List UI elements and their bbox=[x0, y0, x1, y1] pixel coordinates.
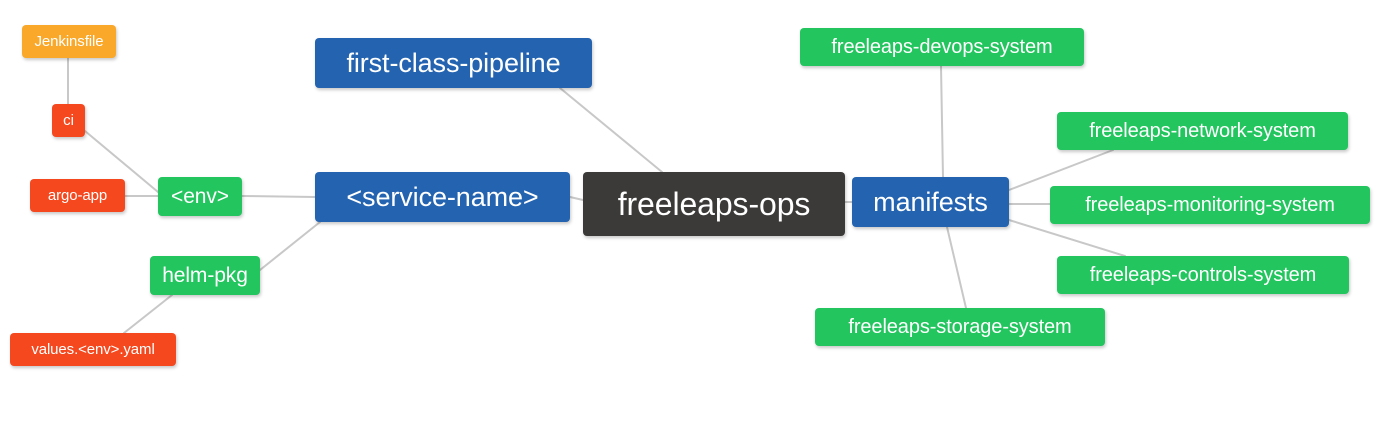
node-label-jenkinsfile: Jenkinsfile bbox=[34, 33, 104, 50]
node-label-freeleaps-network-system: freeleaps-network-system bbox=[1089, 120, 1316, 142]
node-values-yaml[interactable]: values.<env>.yaml bbox=[10, 333, 176, 366]
edge-service-name-to-freeleaps-ops bbox=[569, 196, 584, 201]
node-label-values-yaml: values.<env>.yaml bbox=[31, 341, 155, 358]
node-label-freeleaps-controls-system: freeleaps-controls-system bbox=[1089, 264, 1317, 286]
node-label-manifests: manifests bbox=[873, 186, 988, 217]
node-manifests[interactable]: manifests bbox=[852, 177, 1009, 227]
node-label-freeleaps-storage-system: freeleaps-storage-system bbox=[848, 316, 1072, 338]
node-freeleaps-storage-system[interactable]: freeleaps-storage-system bbox=[815, 308, 1105, 346]
node-label-first-class-pipeline: first-class-pipeline bbox=[346, 47, 561, 78]
edge-manifests-to-freeleaps-network-system bbox=[1008, 149, 1114, 191]
node-env[interactable]: <env> bbox=[158, 177, 242, 216]
node-jenkinsfile[interactable]: Jenkinsfile bbox=[22, 25, 116, 58]
node-label-env: <env> bbox=[171, 185, 229, 208]
edge-env-to-service-name bbox=[241, 195, 316, 198]
edge-first-class-pipeline-to-freeleaps-ops bbox=[559, 87, 663, 173]
node-service-name[interactable]: <service-name> bbox=[315, 172, 570, 222]
node-label-freeleaps-ops: freeleaps-ops bbox=[617, 186, 811, 222]
node-label-service-name: <service-name> bbox=[346, 181, 539, 212]
edge-service-name-to-helm-pkg bbox=[259, 221, 321, 271]
node-label-helm-pkg: helm-pkg bbox=[162, 264, 248, 287]
node-freeleaps-ops[interactable]: freeleaps-ops bbox=[583, 172, 845, 236]
node-freeleaps-network-system[interactable]: freeleaps-network-system bbox=[1057, 112, 1348, 150]
node-label-argo-app: argo-app bbox=[47, 187, 108, 204]
node-first-class-pipeline[interactable]: first-class-pipeline bbox=[315, 38, 592, 88]
node-ci[interactable]: ci bbox=[52, 104, 85, 137]
node-label-freeleaps-monitoring-system: freeleaps-monitoring-system bbox=[1085, 194, 1335, 216]
edge-manifests-to-freeleaps-devops-system bbox=[940, 65, 944, 178]
node-helm-pkg[interactable]: helm-pkg bbox=[150, 256, 260, 295]
node-freeleaps-devops-system[interactable]: freeleaps-devops-system bbox=[800, 28, 1084, 66]
node-label-ci: ci bbox=[63, 112, 74, 129]
node-label-freeleaps-devops-system: freeleaps-devops-system bbox=[831, 36, 1053, 58]
node-freeleaps-controls-system[interactable]: freeleaps-controls-system bbox=[1057, 256, 1349, 294]
edge-manifests-to-freeleaps-storage-system bbox=[946, 226, 967, 309]
node-freeleaps-monitoring-system[interactable]: freeleaps-monitoring-system bbox=[1050, 186, 1370, 224]
node-argo-app[interactable]: argo-app bbox=[30, 179, 125, 212]
edge-manifests-to-freeleaps-controls-system bbox=[1008, 219, 1126, 257]
edge-helm-pkg-to-values-yaml bbox=[123, 294, 173, 334]
